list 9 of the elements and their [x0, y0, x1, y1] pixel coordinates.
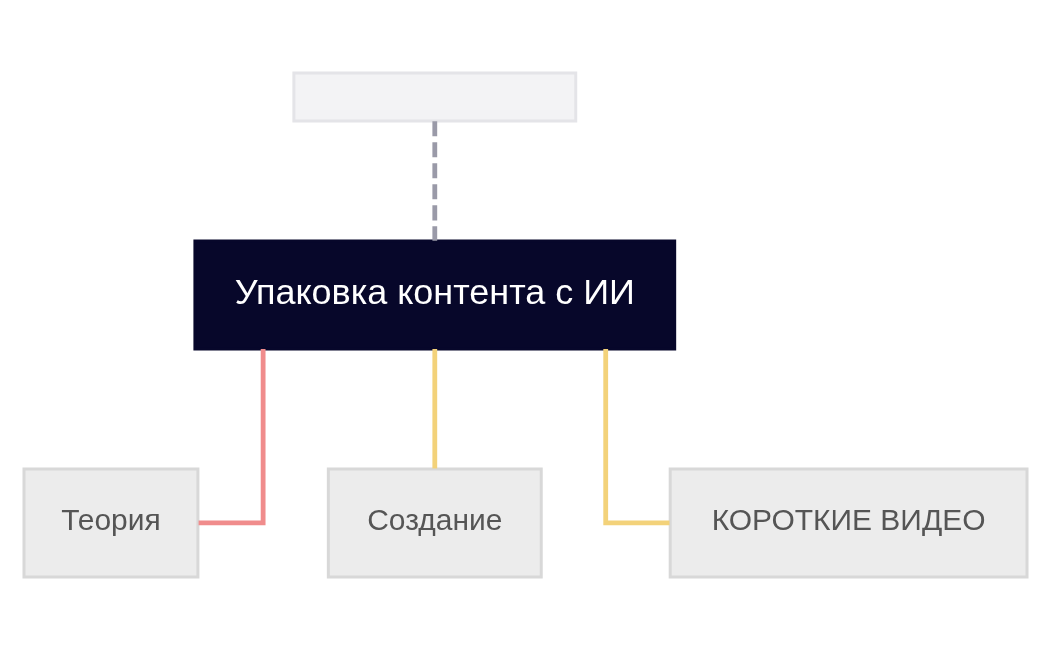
node-box: Создание — [326, 467, 543, 579]
node-box: КОРОТКИЕ ВИДЕО — [668, 467, 1028, 579]
node-box: Упаковка контента с ИИ — [192, 239, 676, 351]
connector — [602, 349, 669, 526]
node-box: Теория — [22, 467, 199, 579]
node-box — [291, 71, 577, 123]
connector — [431, 349, 437, 469]
connector — [198, 349, 266, 526]
connector — [431, 121, 437, 241]
